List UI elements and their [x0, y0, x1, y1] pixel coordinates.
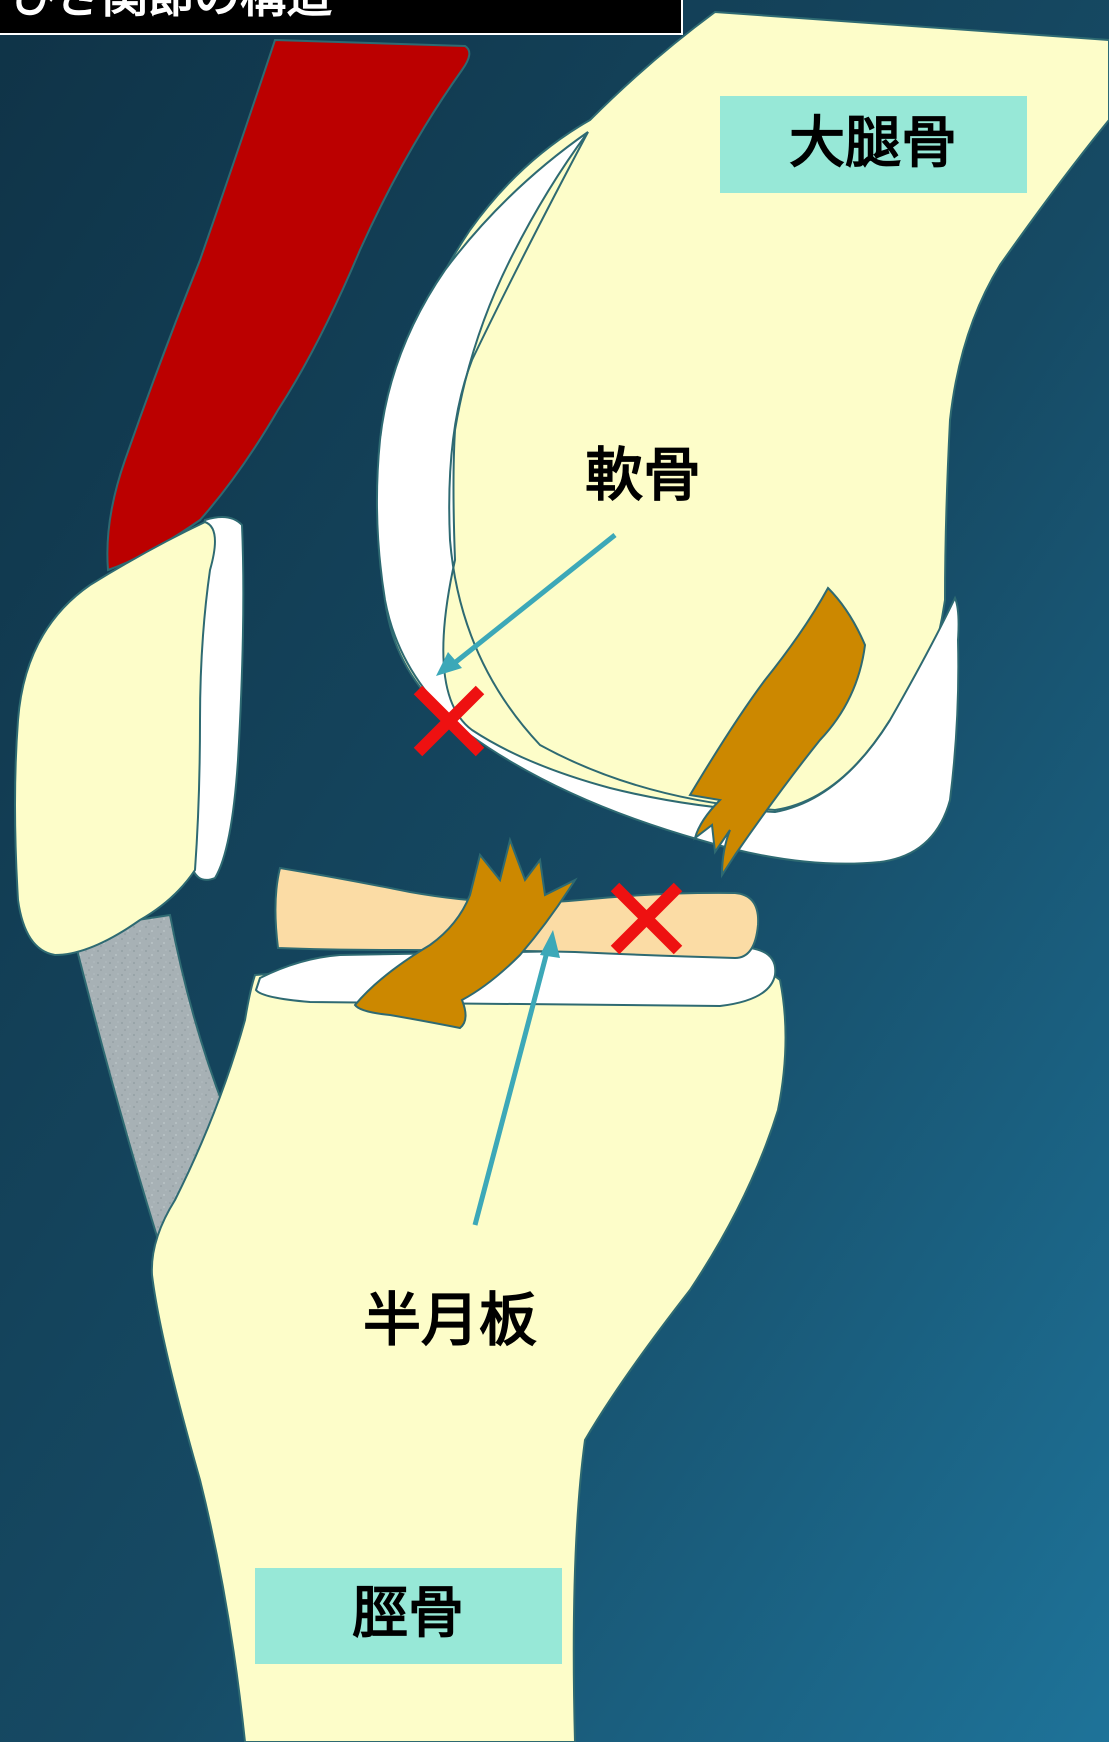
- header-title-box: ひざ関節の構造: [0, 0, 682, 34]
- femur-label: 大腿骨: [789, 111, 957, 176]
- tibia-label-box: 脛骨: [255, 1568, 562, 1664]
- tibia-label: 脛骨: [352, 1581, 464, 1646]
- femur-label-box: 大腿骨: [720, 96, 1027, 193]
- meniscus-label: 半月板: [363, 1286, 537, 1354]
- header-title: ひざ関節の構造: [10, 0, 332, 23]
- cartilage-label: 軟骨: [585, 441, 701, 509]
